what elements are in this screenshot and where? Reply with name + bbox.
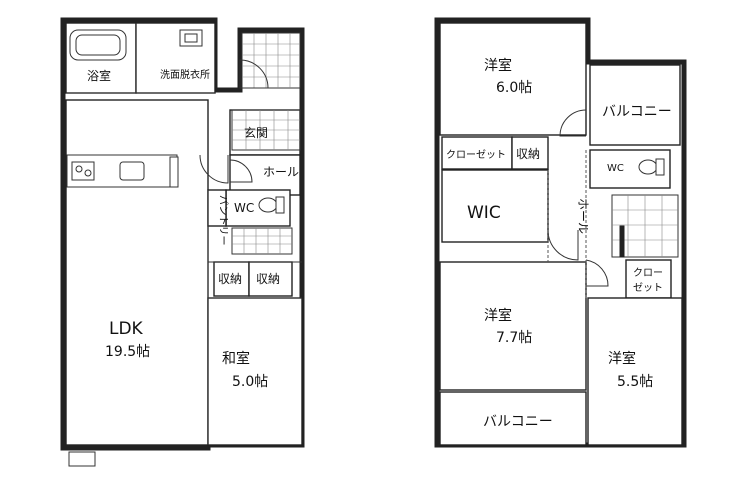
f1-partition [207, 190, 302, 445]
label-dressing: 洗面脱衣所 [160, 68, 210, 81]
label-washitsu-size: 5.0帖 [232, 374, 268, 390]
washitsu-room [207, 297, 303, 446]
closet-b [625, 259, 672, 299]
toilet-icon [258, 196, 285, 214]
label-wc-2f: WC [607, 163, 624, 174]
label-ldk-size: 19.5帖 [105, 344, 150, 360]
door-swing-icon [547, 109, 609, 287]
label-balcony-south: バルコニー [483, 414, 553, 430]
label-hall-1f: ホール [263, 165, 299, 179]
f2-outer-wall [434, 17, 687, 448]
f1-step [68, 451, 96, 467]
balcony-north [589, 64, 681, 146]
label-wic: WIC [467, 203, 501, 223]
door-swing-icon [199, 59, 269, 184]
label-room-north-size: 6.0帖 [496, 80, 532, 96]
label-room-center: 洋室 [484, 307, 512, 324]
floor-1: 浴室 洗面脱衣所 玄関 ホール パントリー WC 収納 収納 LDK 19.5帖… [60, 17, 305, 467]
room-north [439, 22, 587, 136]
ldk-room [65, 99, 209, 446]
bathtub-icon [69, 29, 127, 61]
floor-2: 洋室 6.0帖 バルコニー クローゼット 収納 WC WIC ホール クロー ゼ… [434, 17, 687, 448]
label-room-east-size: 5.5帖 [617, 374, 653, 390]
room-center [439, 261, 587, 391]
toilet-icon [638, 158, 665, 176]
label-washitsu: 和室 [222, 350, 250, 367]
label-entrance: 玄関 [244, 125, 268, 140]
label-storage-b-1f: 収納 [256, 272, 280, 286]
room-east [587, 297, 683, 446]
label-bath: 浴室 [87, 68, 111, 83]
label-balcony-north: バルコニー [602, 104, 672, 120]
entrance-area [229, 109, 301, 156]
f1-bath-partition [66, 23, 215, 94]
label-ldk: LDK [109, 319, 144, 339]
label-pantry: パントリー [217, 195, 229, 246]
label-hall-2f: ホール [576, 198, 590, 234]
label-closet-b-1: クロー [633, 267, 663, 279]
label-closet-b-2: ゼット [633, 282, 663, 294]
stair-icon [611, 194, 679, 258]
label-room-north: 洋室 [484, 57, 512, 74]
label-room-center-size: 7.7帖 [496, 330, 532, 346]
label-room-east: 洋室 [608, 350, 636, 367]
label-wc-1f: WC [234, 201, 254, 215]
storage-2f [511, 136, 549, 170]
sink-icon [179, 29, 203, 47]
label-closet-a: クローゼット [446, 149, 506, 161]
label-storage-2f: 収納 [516, 147, 540, 161]
f2-hall-divider [547, 150, 587, 298]
kitchen-counter-icon [66, 154, 179, 188]
balcony-south [439, 391, 587, 446]
dressing-room [135, 22, 216, 94]
label-storage-a-1f: 収納 [218, 272, 242, 286]
